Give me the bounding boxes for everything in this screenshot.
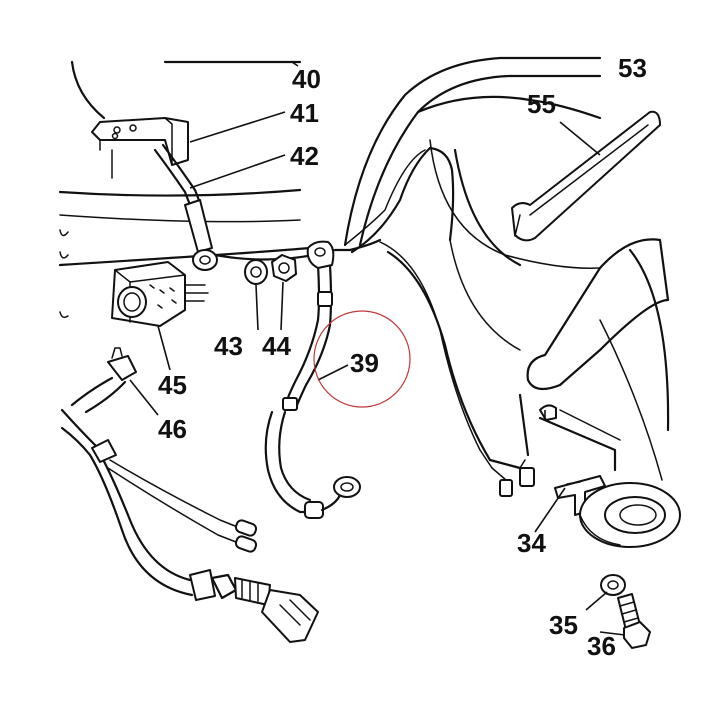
part-35-washer (600, 574, 626, 596)
callout-43: 43 (214, 331, 243, 361)
part-34-bracket (539, 404, 681, 548)
small-connectors (491, 459, 535, 497)
part-36-bolt (617, 593, 651, 649)
callout-39: 39 (350, 348, 379, 378)
highlight-circle (313, 310, 411, 408)
part-43-washer (244, 259, 268, 285)
callout-53: 53 (618, 53, 647, 83)
callout-35: 35 (549, 610, 578, 640)
part-45-switch (111, 261, 209, 327)
wiring-harness (198, 146, 522, 470)
callout-42: 42 (290, 141, 319, 171)
part-41-bracket (91, 117, 189, 179)
callout-41: 41 (290, 98, 319, 128)
lower-harness (60, 408, 319, 643)
callout-34: 34 (517, 528, 546, 558)
part-39-cable (264, 240, 361, 519)
callout-45: 45 (158, 370, 187, 400)
callout-40: 40 (292, 64, 321, 94)
callout-46: 46 (158, 414, 187, 444)
callout-44: 44 (262, 331, 291, 361)
part-42-lead (153, 143, 218, 271)
callout-labels: 40 41 42 53 55 43 44 39 45 46 34 35 36 (158, 53, 647, 661)
part-46-connector (70, 347, 137, 414)
part-55-rod (511, 110, 661, 242)
leader-lines (129, 61, 626, 636)
callout-36: 36 (587, 631, 616, 661)
callout-55: 55 (527, 89, 556, 119)
part-44-nut (271, 254, 297, 282)
frame-tubes (343, 56, 670, 481)
